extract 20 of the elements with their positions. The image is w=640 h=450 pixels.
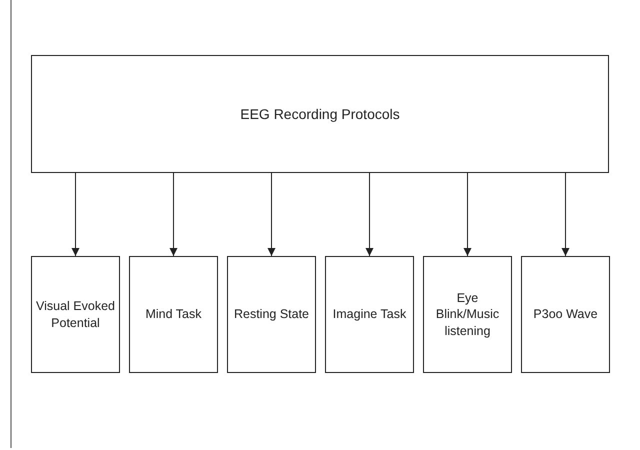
protocol-box <box>521 256 610 373</box>
protocol-box <box>423 256 512 373</box>
protocol-box <box>227 256 316 373</box>
arrow <box>464 172 472 256</box>
node-label: Resting State <box>232 306 310 323</box>
arrow <box>170 172 178 256</box>
arrow <box>72 172 80 256</box>
protocol-box <box>31 256 120 373</box>
category-box <box>31 55 609 173</box>
protocol-box <box>129 256 218 373</box>
node-label: Visual Evoked Potential <box>35 298 116 331</box>
node-label: P3oo Wave <box>532 306 599 323</box>
node-label: Eye Blink/Music listening <box>434 290 500 339</box>
arrow <box>268 172 276 256</box>
arrow <box>366 172 374 256</box>
arrow <box>562 172 570 256</box>
node-label: Imagine Task <box>332 306 408 323</box>
node-label: Mind Task <box>144 306 203 323</box>
protocol-box <box>325 256 414 373</box>
heading-text: EEG Recording Protocols <box>239 104 401 124</box>
